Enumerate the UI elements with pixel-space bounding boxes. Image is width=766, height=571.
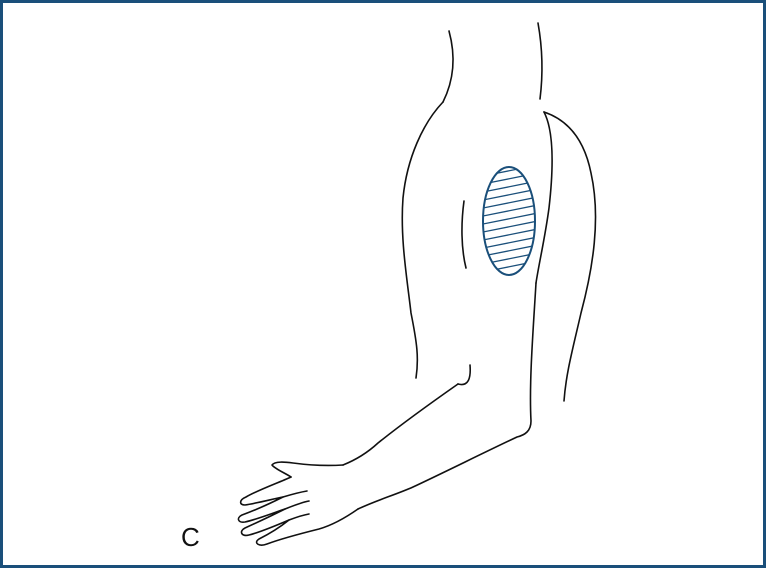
forearm-top-line bbox=[343, 384, 458, 465]
hand-outline bbox=[238, 477, 358, 545]
finger-crease-1 bbox=[283, 491, 307, 497]
arm-illustration bbox=[3, 3, 766, 571]
thumb-line bbox=[272, 462, 343, 477]
finger-crease-2 bbox=[285, 501, 309, 509]
inner-crease-line bbox=[462, 201, 466, 268]
neck-right-line bbox=[538, 23, 542, 99]
panel-label: C bbox=[181, 521, 200, 553]
neck-left-line bbox=[443, 31, 453, 102]
elbow-front-line bbox=[458, 365, 470, 385]
upper-arm-outer-line bbox=[402, 102, 443, 378]
finger-crease-3 bbox=[289, 514, 309, 520]
arm-back-line bbox=[358, 283, 536, 509]
armpit-line bbox=[536, 112, 552, 283]
